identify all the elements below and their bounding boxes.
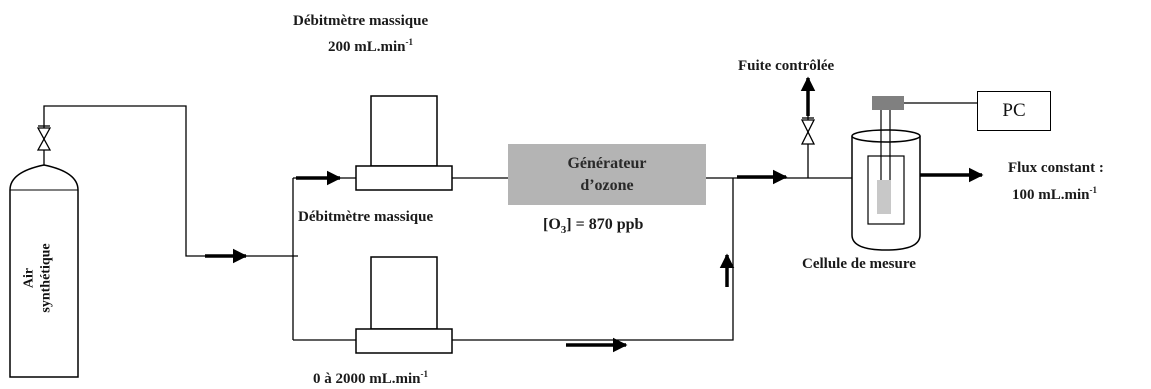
pc-label: PC [1002, 100, 1026, 121]
exp: -1 [405, 37, 414, 47]
cell-label: Cellule de mesure [802, 256, 916, 272]
cylinder-label-line1: Air [22, 267, 38, 288]
flux-label-line1: Flux constant : [1008, 160, 1104, 176]
exp: -1 [420, 369, 429, 379]
flux-label-line2: 100 mL.min-1 [1012, 185, 1098, 203]
air-cylinder [9, 164, 79, 378]
mfc-top-range: 200 mL.min-1 [328, 37, 414, 55]
cylinder-label-line2: synthétique [39, 242, 55, 313]
cylinder-outlet-pipe [43, 105, 298, 257]
mfc-bottom [355, 256, 453, 354]
dilution-pipe [452, 178, 734, 341]
leak-label: Fuite contrôlée [738, 58, 835, 74]
ozone-concentration: [O3] = 870 ppb [543, 216, 644, 237]
measurement-cell [851, 110, 921, 251]
sub: 3 [560, 224, 567, 237]
sensor-actuator [872, 96, 904, 110]
mfc-bottom-range: 0 à 2000 mL.min-1 [313, 369, 429, 387]
cylinder-valve-icon [36, 125, 52, 151]
leak-valve-icon [800, 117, 816, 145]
mfc-top [355, 95, 453, 191]
generator-label-line2: d’ozone [580, 176, 634, 194]
generator-label-line1: Générateur [567, 154, 647, 172]
mfc-top-title: Débitmètre massique [293, 13, 429, 29]
mfc-bottom-title: Débitmètre massique [298, 209, 434, 225]
ozone-generator: Générateur d’ozone [508, 144, 706, 205]
cylinder-label: Air synthétique [12, 190, 64, 365]
exp: -1 [1089, 185, 1098, 195]
pc-box: PC [977, 91, 1051, 131]
